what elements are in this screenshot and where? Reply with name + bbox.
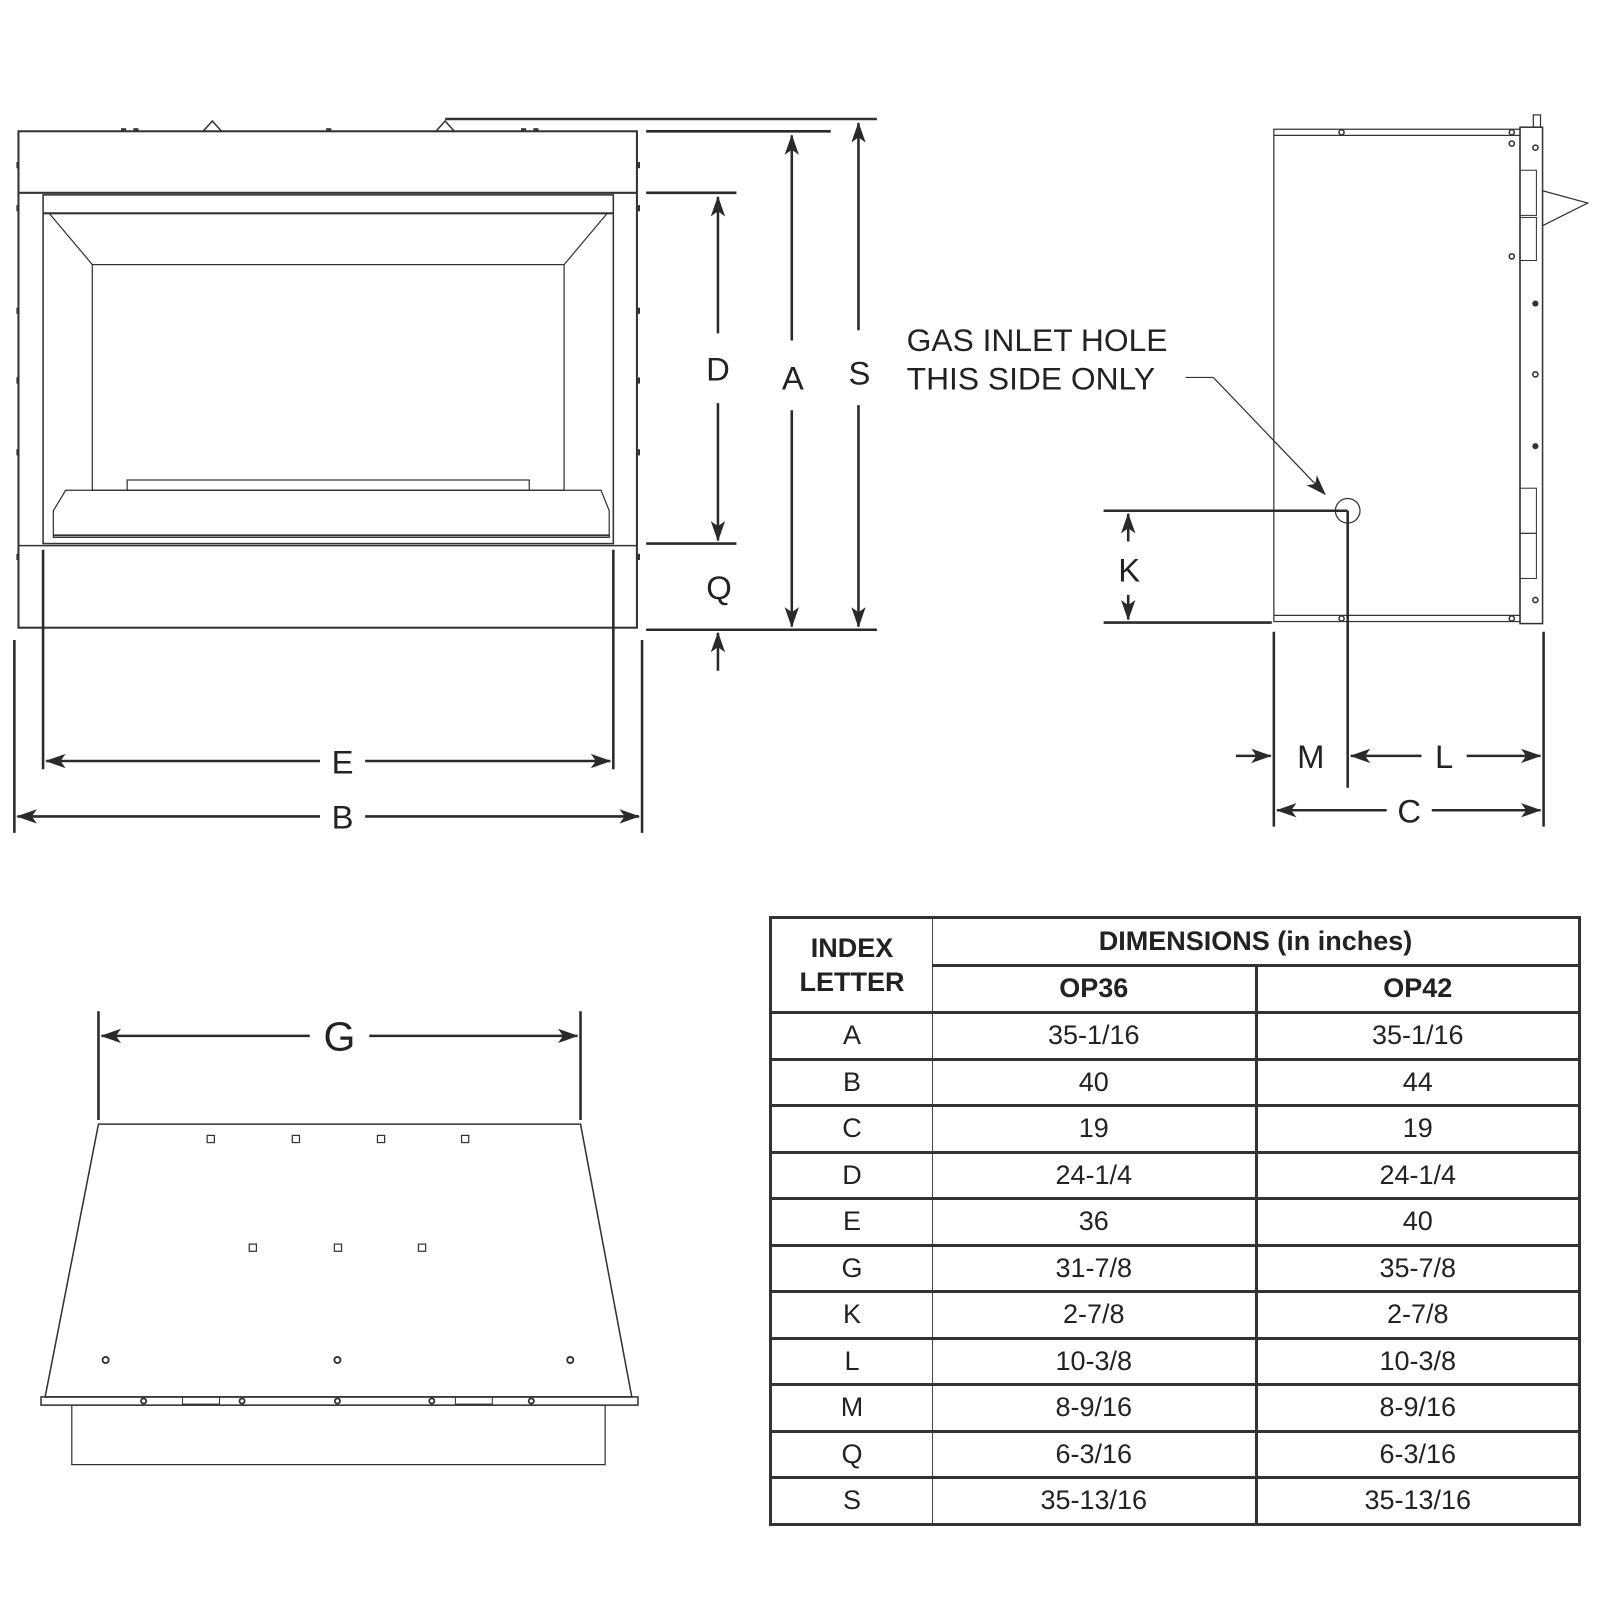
model-header-op36: OP36	[932, 963, 1258, 1013]
index-header-line2: LETTER	[799, 967, 905, 997]
index-header-line1: INDEX	[810, 933, 894, 963]
dim-label-q: Q	[706, 569, 732, 606]
index-letter-cell: G	[770, 1245, 933, 1292]
op42-value-cell: 2-7/8	[1255, 1291, 1580, 1338]
index-letter-cell: L	[770, 1338, 933, 1385]
index-letter-header: INDEX LETTER	[770, 917, 933, 1013]
op36-value-cell: 35-13/16	[932, 1477, 1258, 1524]
op36-value-cell: 8-9/16	[932, 1384, 1258, 1431]
op42-value-cell: 35-13/16	[1255, 1477, 1580, 1524]
op36-value-cell: 24-1/4	[932, 1152, 1258, 1199]
op36-value-cell: 10-3/8	[932, 1338, 1258, 1385]
front-horizontal-dimensions	[13, 549, 644, 833]
dim-label-e: E	[332, 743, 354, 780]
op42-value-cell: 35-7/8	[1255, 1245, 1580, 1292]
side-view	[1185, 114, 1590, 625]
dim-label-m: M	[1297, 738, 1324, 775]
front-vertical-dimensions	[646, 122, 877, 671]
dimensions-table: INDEX LETTER DIMENSIONS (in inches) OP36…	[769, 916, 1581, 1526]
dimensions-group-header: DIMENSIONS (in inches)	[932, 917, 1580, 965]
dim-label-a: A	[782, 360, 804, 397]
front-view	[16, 117, 877, 629]
op36-value-cell: 31-7/8	[932, 1245, 1258, 1292]
dim-label-k: K	[1118, 552, 1140, 589]
top-view	[40, 1123, 639, 1466]
dim-label-l: L	[1435, 738, 1453, 775]
gas-inlet-callout-line2: THIS SIDE ONLY	[907, 361, 1155, 397]
dim-label-c: C	[1397, 793, 1421, 830]
index-letter-cell: M	[770, 1384, 933, 1431]
dim-label-d: D	[706, 351, 730, 388]
index-letter-cell: D	[770, 1152, 933, 1199]
index-letter-cell: B	[770, 1059, 933, 1106]
index-letter-cell: Q	[770, 1431, 933, 1478]
op42-value-cell: 24-1/4	[1255, 1152, 1580, 1199]
op36-value-cell: 2-7/8	[932, 1291, 1258, 1338]
side-dimensions	[1103, 509, 1545, 827]
gas-inlet-callout-line1: GAS INLET HOLE	[907, 322, 1168, 358]
top-dimensions	[97, 1011, 582, 1120]
index-letter-cell: C	[770, 1105, 933, 1152]
index-letter-cell: E	[770, 1198, 933, 1245]
op42-value-cell: 44	[1255, 1059, 1580, 1106]
index-letter-cell: S	[770, 1477, 933, 1524]
op42-value-cell: 19	[1255, 1105, 1580, 1152]
op42-value-cell: 6-3/16	[1255, 1431, 1580, 1478]
op42-value-cell: 40	[1255, 1198, 1580, 1245]
index-letter-cell: K	[770, 1291, 933, 1338]
op42-value-cell: 35-1/16	[1255, 1012, 1580, 1059]
index-letter-cell: A	[770, 1012, 933, 1059]
op36-value-cell: 6-3/16	[932, 1431, 1258, 1478]
dim-label-b: B	[332, 799, 354, 836]
op42-value-cell: 8-9/16	[1255, 1384, 1580, 1431]
op36-value-cell: 36	[932, 1198, 1258, 1245]
op36-value-cell: 19	[932, 1105, 1258, 1152]
dim-label-g: G	[324, 1013, 356, 1059]
op36-value-cell: 40	[932, 1059, 1258, 1106]
model-header-op42: OP42	[1255, 963, 1580, 1013]
op42-value-cell: 10-3/8	[1255, 1338, 1580, 1385]
op36-value-cell: 35-1/16	[932, 1012, 1258, 1059]
dim-label-s: S	[849, 355, 871, 392]
